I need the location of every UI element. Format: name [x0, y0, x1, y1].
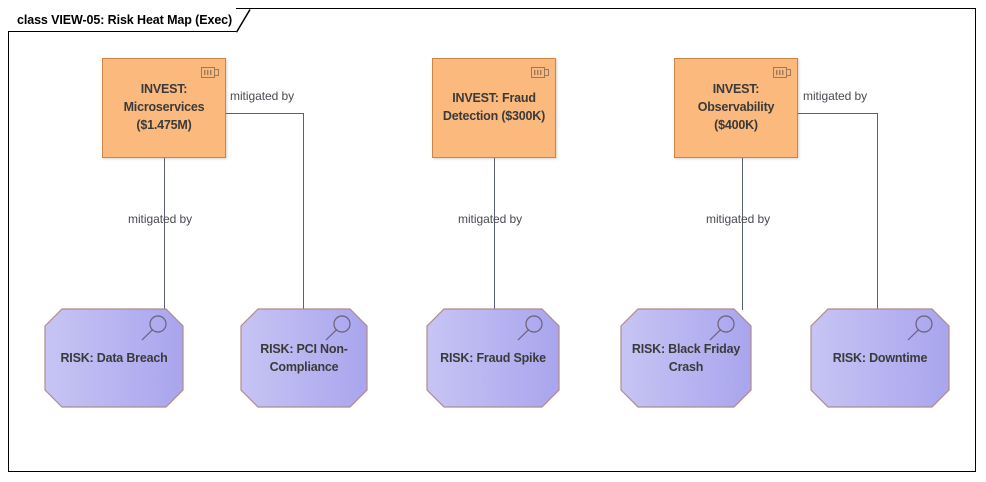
connector-label-fraud-detection-fraud-spike: mitigated by: [458, 212, 523, 226]
risk-label: RISK: Downtime: [832, 350, 928, 365]
component-invest-fraud-detection[interactable]: INVEST: Fraud Detection ($300K): [432, 58, 556, 158]
risk-octagon-shape: [240, 308, 368, 408]
risk-lollipop-icon: [902, 314, 936, 346]
component-invest-microservices[interactable]: INVEST: Microservices ($1.475M): [102, 58, 226, 158]
risk-label: RISK: Data Breach: [60, 350, 168, 365]
connector-label-microservices-data-breach: mitigated by: [128, 212, 193, 226]
risk-label: RISK: Fraud Spike: [440, 350, 546, 365]
risk-lollipop-icon: [704, 314, 738, 346]
risk-label: RISK: PCI Non-Compliance: [260, 341, 348, 374]
risk-pci-non-compliance[interactable]: RISK: PCI Non-Compliance: [240, 308, 368, 408]
connector-label-observability-black-friday: mitigated by: [706, 212, 771, 226]
component-icon: [201, 65, 219, 78]
risk-octagon-shape: [620, 308, 752, 408]
component-invest-observability[interactable]: INVEST: Observability ($400K): [674, 58, 798, 158]
tab-slant-shape: [236, 9, 251, 33]
connector-observability-downtime-horizontal: [798, 113, 878, 115]
connector-microservices-data-breach: [164, 158, 166, 310]
connector-label-observability-downtime: mitigated by: [803, 89, 868, 103]
connector-fraud-detection-fraud-spike: [494, 158, 496, 310]
risk-black-friday-crash[interactable]: RISK: Black Friday Crash: [620, 308, 752, 408]
component-label: INVEST: Observability ($400K): [697, 81, 775, 133]
component-icon: [531, 65, 549, 78]
risk-data-breach[interactable]: RISK: Data Breach: [44, 308, 184, 408]
frame-title-text: class VIEW-05: Risk Heat Map (Exec): [17, 12, 233, 27]
component-label: INVEST: Microservices ($1.475M): [123, 81, 205, 133]
risk-lollipop-icon: [512, 314, 546, 346]
risk-lollipop-icon: [320, 314, 354, 346]
risk-octagon-shape: [426, 308, 560, 408]
risk-lollipop-icon: [136, 314, 170, 346]
component-label: INVEST: Fraud Detection ($300K): [442, 90, 546, 123]
risk-downtime[interactable]: RISK: Downtime: [810, 308, 950, 408]
connector-microservices-pci-vertical: [303, 113, 305, 310]
connector-microservices-pci-horizontal: [226, 113, 304, 115]
component-icon: [773, 65, 791, 78]
frame-title-tab: class VIEW-05: Risk Heat Map (Exec): [8, 8, 236, 32]
risk-fraud-spike[interactable]: RISK: Fraud Spike: [426, 308, 560, 408]
frame-title-tab-slant: [236, 8, 258, 33]
connector-observability-black-friday: [742, 158, 744, 310]
connector-observability-downtime-vertical: [877, 113, 879, 310]
risk-label: RISK: Black Friday Crash: [631, 341, 741, 374]
connector-label-microservices-pci: mitigated by: [230, 89, 295, 103]
